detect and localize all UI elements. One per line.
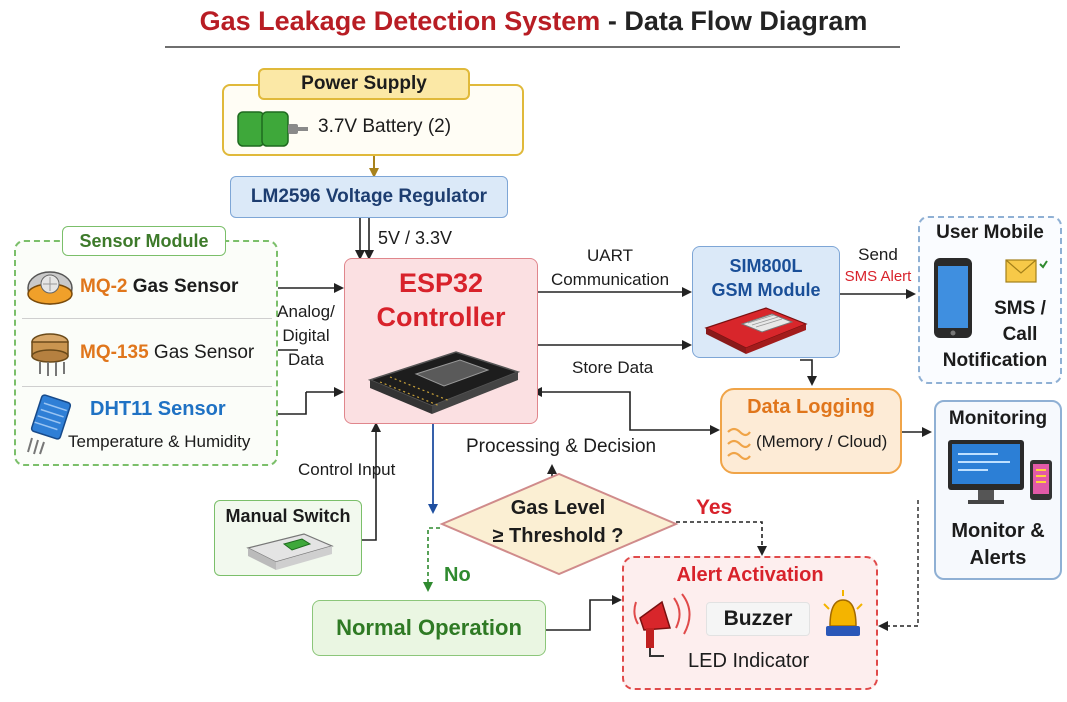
envelope-icon (1005, 259, 1048, 283)
send-label-line2: SMS Alert (844, 268, 912, 285)
switch-device-icon (246, 533, 334, 570)
signal-wave-icon (727, 427, 751, 461)
mq2-sensor-icon (27, 271, 73, 305)
yes-path-arrow (676, 521, 767, 556)
title-part2: Data Flow Diagram (624, 6, 868, 36)
sensor-module-title-text: Sensor Module (79, 231, 209, 251)
analog-digital-label: Analog/ Digital Data (274, 300, 338, 372)
title-separator: - (607, 6, 617, 36)
data-logging-title: Data Logging (747, 396, 875, 418)
power-supply-title-text: Power Supply (301, 73, 427, 94)
gsm-module-title: SIM800L GSM Module (692, 254, 840, 302)
no-path-arrow (423, 527, 440, 592)
processing-decision-label: Processing & Decision (466, 436, 657, 457)
normal-operation-label: Normal Operation (336, 615, 522, 640)
monitor-icon (948, 440, 1052, 504)
mq135-suffix: Gas Sensor (153, 342, 255, 363)
mobile-line1: SMS / (994, 298, 1046, 319)
mq135-name: MQ-135 (80, 342, 149, 363)
sensor-divider-1 (22, 318, 272, 319)
alert-activation-title: Alert Activation (676, 564, 824, 586)
mq2-suffix: Gas Sensor (132, 276, 239, 297)
dht11-line (272, 392, 307, 415)
analog-label-line2: Digital (282, 326, 330, 345)
gsm-to-logging-arrow (800, 359, 817, 386)
led-indicator-label: LED Indicator (688, 650, 810, 672)
esp32-board-icon (367, 351, 521, 414)
smartphone-icon (934, 258, 972, 338)
monitor-to-alert-arrow (878, 500, 919, 631)
store-data-arrow (532, 387, 720, 435)
esp32-title-line1: ESP32 (398, 268, 484, 298)
decision-text: Gas Level ≥ Threshold ? (470, 494, 646, 550)
mq135-sensor-icon (31, 333, 69, 376)
decision-line2: ≥ Threshold ? (492, 525, 624, 547)
send-label-line1: Send (858, 245, 898, 264)
send-sms-label: Send SMS Alert (838, 244, 918, 288)
gsm-title-line1: SIM800L (729, 256, 803, 276)
buzzer-box: Buzzer (706, 602, 810, 636)
battery-icon (237, 111, 308, 147)
store-data-label: Store Data (572, 358, 654, 377)
yes-label: Yes (696, 496, 733, 519)
mq2-label: MQ-2 Gas Sensor (80, 276, 238, 298)
manual-switch-label: Manual Switch (225, 506, 351, 526)
mobile-line3: Notification (942, 350, 1048, 371)
esp32-title-line2: Controller (376, 302, 506, 332)
mq135-label: MQ-135 Gas Sensor (80, 342, 254, 364)
normal-to-alert-arrow (546, 595, 622, 631)
analog-label-line3: Data (288, 350, 324, 369)
mobile-line2: Call (1002, 324, 1038, 345)
sensor-module-title: Sensor Module (62, 226, 226, 256)
mq2-name: MQ-2 (80, 276, 128, 297)
monitoring-text: Monitor & Alerts (934, 518, 1062, 572)
switch-to-esp-arrow (362, 422, 381, 541)
warning-light-icon (823, 590, 863, 636)
buzzer-label: Buzzer (723, 607, 793, 630)
user-mobile-title: User Mobile (936, 222, 1044, 243)
monitoring-title: Monitoring (948, 408, 1048, 429)
gsm-title-line2: GSM Module (711, 280, 821, 300)
page-title: Gas Leakage Detection System - Data Flow… (0, 6, 1067, 37)
decision-diamond (439, 472, 679, 576)
regulator-output-label: 5V / 3.3V (378, 228, 453, 248)
voltage-regulator-box: LM2596 Voltage Regulator (230, 176, 508, 218)
voltage-regulator-label: LM2596 Voltage Regulator (250, 186, 488, 207)
data-logging-sub: (Memory / Cloud) (756, 432, 888, 451)
uart-label-line2: Communication (550, 270, 670, 289)
battery-label: 3.7V Battery (2) (318, 116, 452, 137)
buzzer-icon (633, 593, 691, 657)
analog-label-line1: Analog/ (277, 302, 335, 321)
no-label: No (444, 564, 471, 586)
uart-label-line1: UART (587, 246, 633, 265)
dht11-sub: Temperature & Humidity (68, 432, 251, 451)
title-part1: Gas Leakage Detection System (199, 6, 601, 36)
monitoring-line1: Monitor & (951, 520, 1045, 542)
gsm-board-icon (704, 307, 808, 354)
mobile-notification-text: SMS / Call (978, 296, 1062, 348)
esp32-title: ESP32 Controller (344, 266, 538, 334)
title-underline (165, 46, 900, 48)
uart-label: UART Communication (540, 244, 680, 292)
monitoring-line2: Alerts (969, 547, 1027, 569)
normal-operation-box: Normal Operation (312, 600, 546, 656)
dht11-sensor-icon (27, 394, 72, 455)
sensor-divider-2 (22, 386, 272, 387)
data-logging-box (720, 388, 902, 474)
power-supply-title: Power Supply (258, 68, 470, 100)
dht11-name: DHT11 Sensor (90, 398, 226, 420)
control-input-label: Control Input (298, 460, 396, 479)
decision-line1: Gas Level (510, 497, 606, 519)
